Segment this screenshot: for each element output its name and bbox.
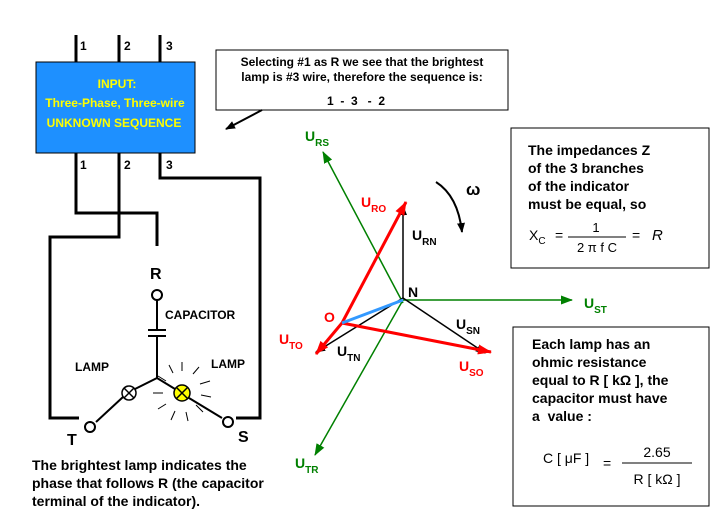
wire-number-top-2: 2	[124, 39, 131, 53]
lamp-right-bright-icon	[173, 384, 191, 402]
impedance-line3: of the indicator	[528, 178, 630, 194]
lamp-left-lead-out	[95, 396, 124, 423]
lamp-right-lead-in	[156, 377, 176, 390]
resistance-line5: a value :	[532, 408, 592, 424]
wire-number-bottom-2: 2	[124, 158, 131, 172]
formula-equals-1: =	[555, 227, 563, 243]
terminal-t	[84, 421, 96, 433]
lamp-left-icon	[121, 385, 137, 401]
phasor-uto	[314, 322, 344, 355]
phasor-uro	[340, 201, 408, 324]
label-ust: UST	[584, 295, 607, 316]
lamp-right-label: LAMP	[211, 357, 245, 371]
caption-line3: terminal of the indicator).	[32, 493, 200, 509]
impedance-line1: The impedances Z	[528, 142, 651, 158]
wire-number-bottom-3: 3	[166, 158, 173, 172]
label-urn: URN	[412, 227, 437, 248]
note-line2: lamp is #3 wire, therefore the sequence …	[241, 70, 482, 84]
input-box-line1: INPUT:	[98, 77, 137, 91]
phasor-uso	[341, 321, 492, 355]
resistance-line4: capacitor must have	[532, 390, 668, 406]
resistance-line3: equal to R [ kΩ ], the	[532, 372, 669, 388]
formula-c-denominator: R [ kΩ ]	[633, 471, 680, 487]
label-uto: UTO	[279, 331, 303, 352]
omega-rotation-arrow	[435, 181, 465, 233]
formula-xc: XC	[529, 227, 546, 247]
terminal-r-label: R	[150, 266, 162, 283]
input-box	[35, 61, 196, 154]
terminal-r	[151, 289, 163, 301]
phasor-neutral-shift	[341, 298, 404, 325]
label-uso: USO	[459, 358, 484, 379]
input-box-line2: Three-Phase, Three-wire	[45, 96, 185, 110]
label-uro: URO	[361, 194, 386, 215]
phasor-urs	[322, 151, 404, 304]
wire-number-top-3: 3	[166, 39, 173, 53]
resistance-box	[512, 326, 710, 507]
wire-number-bottom-1: 1	[80, 158, 87, 172]
lamp-left-label: LAMP	[75, 360, 109, 374]
terminal-t-label: T	[67, 432, 77, 449]
caption-line1: The brightest lamp indicates the	[32, 457, 247, 473]
label-utr: UTR	[295, 455, 319, 476]
label-urs: URS	[305, 128, 329, 149]
phasor-utr	[314, 299, 404, 456]
formula-result: R	[652, 227, 663, 244]
label-usn: USN	[456, 316, 480, 337]
lamp-right-glow-rays	[153, 362, 212, 422]
label-o: O	[324, 309, 335, 325]
output-wires	[48, 153, 262, 420]
caption-line2: phase that follows R (the capacitor	[32, 475, 264, 491]
impedance-line4: must be equal, so	[528, 196, 646, 212]
input-wires-top	[74, 35, 162, 62]
resistance-line2: ohmic resistance	[532, 354, 647, 370]
terminal-s-label: S	[238, 429, 249, 446]
capacitor-label: CAPACITOR	[165, 308, 236, 322]
omega-symbol: ω	[466, 180, 480, 199]
formula-c-lhs: C [ μF ]	[543, 450, 589, 466]
phasor-usn	[402, 297, 486, 354]
note-box	[215, 49, 509, 111]
label-utn: UTN	[337, 343, 360, 364]
note-pointer-arrow	[225, 109, 263, 130]
input-box-line3: UNKNOWN SEQUENCE	[47, 116, 182, 130]
wire-number-top-1: 1	[80, 39, 87, 53]
terminal-s	[222, 416, 234, 428]
label-n: N	[408, 284, 418, 300]
resistance-line1: Each lamp has an	[532, 336, 650, 352]
lamp-left-lead-in	[134, 377, 158, 390]
lamp-right-lead-out	[188, 397, 223, 419]
note-line1: Selecting #1 as R we see that the bright…	[241, 55, 484, 69]
formula-denominator: 2 π f C	[577, 240, 617, 255]
impedance-box	[510, 127, 710, 269]
formula-numerator: 1	[592, 220, 599, 235]
impedance-line2: of the 3 branches	[528, 160, 644, 176]
formula-equals-2: =	[632, 227, 640, 243]
formula-c-equals: =	[603, 455, 611, 471]
formula-c-numerator: 2.65	[643, 444, 670, 460]
note-sequence: 1 - 3 - 2	[327, 94, 385, 108]
